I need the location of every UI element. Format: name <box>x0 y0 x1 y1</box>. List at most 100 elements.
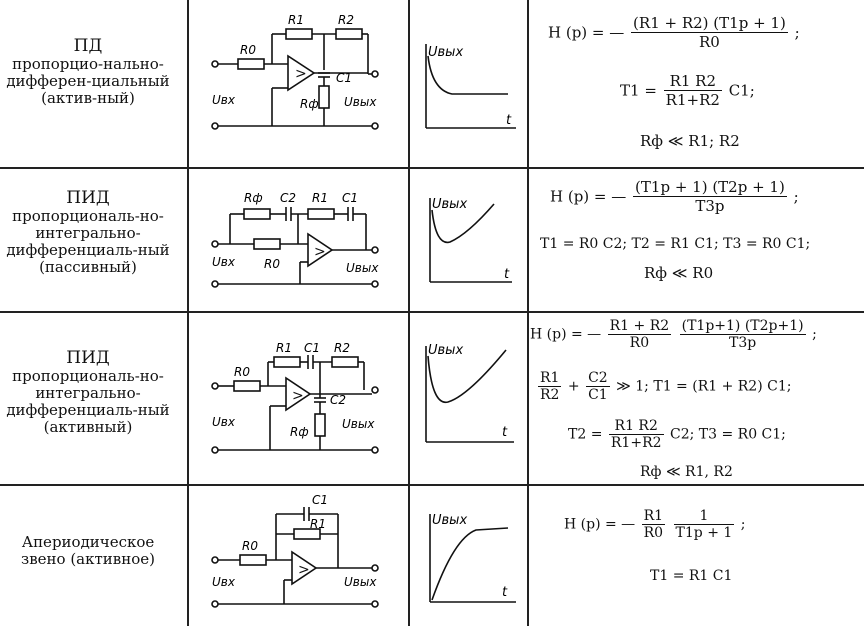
row3-f1-den: R0 <box>629 335 650 351</box>
row3-c1-label: C1 <box>304 341 320 355</box>
row3-f2-den2: C1 <box>588 387 608 403</box>
row2-response-graph: Uвых t <box>429 197 512 283</box>
row1-graph: Uвых t <box>412 10 524 160</box>
row3-f2-num2: C2 <box>586 370 610 387</box>
row3-title: ПИД <box>66 348 110 368</box>
row1-formula-line3: Rф ≪ R1; R2 <box>640 132 740 150</box>
row2-f1-suffix: ; <box>793 187 799 206</box>
row4-description: Апериодическое звено (активное) <box>21 533 155 568</box>
row4-f1-num: R1 <box>641 508 666 525</box>
row1-f1-num: (R1 + R2) (T1p + 1) <box>631 14 788 33</box>
row3-f1-num2: (T1p+1) (T2p+1) <box>679 318 806 335</box>
row3-uout-label: Uвых <box>342 417 375 431</box>
row1-graph-ylabel: Uвых <box>428 45 463 60</box>
row2-formula-line3: Rф ≪ R0 <box>644 264 714 282</box>
svg-text:>: > <box>292 388 304 404</box>
row3-f1-suffix: ; <box>812 326 817 343</box>
row4-r0-label: R0 <box>242 539 258 553</box>
row3-f2-plus: + <box>567 378 580 395</box>
row4-graph: Uвых t <box>412 494 524 622</box>
row1-uin-label: Uвх <box>212 93 236 107</box>
row4-f1-den: R0 <box>643 525 664 541</box>
row1-description: пропорцио-нально-дифферен-циальный (акти… <box>6 55 170 107</box>
row3-description: пропорциональ-но-интегрально-дифференциа… <box>6 367 170 436</box>
row2-rf-label: Rф <box>244 191 263 205</box>
row1-f1-prefix: H (p) = — <box>548 23 625 42</box>
row-divider-1 <box>0 167 864 169</box>
row3-f3-num: R1 R2 <box>608 418 664 435</box>
row3-f2-den1: R2 <box>540 387 560 403</box>
row1-f1-frac: (R1 + R2) (T1p + 1)R0 <box>631 14 788 51</box>
row2-c1-label: C1 <box>342 191 358 205</box>
row-divider-2 <box>0 311 864 313</box>
row4-uout-label: Uвых <box>344 575 377 589</box>
row1-rf-label: Rф <box>300 97 319 111</box>
row3-circuit-diagram: > R1 C1 R2 R0 C2 Rф Uвх Uвых <box>211 341 379 454</box>
column-divider-3 <box>527 0 529 626</box>
row1-formula-line1: H (p) = — (R1 + R2) (T1p + 1)R0 ; <box>548 14 800 51</box>
row3-uin-label: Uвх <box>212 415 236 429</box>
row1-circuit: > R0 R1 R2 C1 Rф Uвх Uвых <box>200 8 400 158</box>
row4-uin-label: Uвх <box>212 575 236 589</box>
row2-formula-line2: T1 = R0 C2; T2 = R1 C1; T3 = R0 C1; <box>540 236 811 252</box>
row3-graph-xlabel: t <box>502 425 508 440</box>
column-divider-2 <box>408 0 410 626</box>
row1-r1-label: R1 <box>288 13 304 27</box>
row3-rf-label: Rф <box>290 425 309 439</box>
row3-f3-den: R1+R2 <box>610 435 662 451</box>
row4-graph-ylabel: Uвых <box>432 513 467 528</box>
row2-graph-xlabel: t <box>504 267 510 282</box>
row3-c2-label: C2 <box>330 393 346 407</box>
row2-f1-frac: (T1p + 1) (T2p + 1)T3p <box>633 178 787 215</box>
row4-circuit: > C1 R1 R0 Uвх Uвых <box>200 490 400 620</box>
row3-response-graph: Uвых t <box>425 343 514 443</box>
row-divider-3 <box>0 484 864 486</box>
row2-formula: H (p) = — (T1p + 1) (T2p + 1)T3p ; T1 = … <box>540 178 860 308</box>
row3-r1-label: R1 <box>276 341 292 355</box>
row2-r0-label: R0 <box>264 257 280 271</box>
row3-f1-prefix: H (p) = — <box>530 326 602 343</box>
row1-uout-label: Uвых <box>344 95 377 109</box>
row2-circuit-diagram: > Rф C2 R1 C1 R0 Uвх Uвых <box>211 191 379 288</box>
row3-f3-suffix: C2; T3 = R0 C1; <box>669 426 786 443</box>
row1-f2-den: R1+R2 <box>665 91 720 109</box>
row4-formula-line2: T1 = R1 C1 <box>650 568 733 584</box>
row3-f2-num1: R1 <box>538 370 562 387</box>
row1-f2-num: R1 R2 <box>663 72 722 91</box>
row3-graph-ylabel: Uвых <box>428 343 463 358</box>
row4-circuit-diagram: > C1 R1 R0 Uвх Uвых <box>211 493 379 608</box>
row1-formula: H (p) = — (R1 + R2) (T1p + 1)R0 ; T1 = R… <box>540 14 860 164</box>
row4-graph-xlabel: t <box>502 585 508 600</box>
row1-f2-prefix: T1 = <box>620 81 657 100</box>
row4-response-graph: Uвых t <box>429 513 516 603</box>
row3-r0-label: R0 <box>234 365 250 379</box>
row2-f1-num: (T1p + 1) (T2p + 1) <box>633 178 787 197</box>
svg-text:>: > <box>295 66 307 82</box>
row3-circuit: > R1 C1 R2 R0 C2 Rф Uвх Uвых <box>200 324 400 474</box>
row2-circuit: > Rф C2 R1 C1 R0 Uвх Uвых <box>200 172 400 308</box>
row3-f1-num: R1 + R2 <box>607 318 672 335</box>
row2-description: пропорциональ-но-интегрально-дифференциа… <box>6 207 170 276</box>
row2-c2-label: C2 <box>280 191 296 205</box>
row1-title: ПД <box>73 36 103 56</box>
row3-f3-prefix: T2 = <box>568 426 603 443</box>
column-divider-1 <box>187 0 189 626</box>
row1-response-graph: Uвых t <box>425 44 516 129</box>
row1-name: ПД пропорцио-нально-дифферен-циальный (а… <box>2 38 174 107</box>
row2-title: ПИД <box>66 188 110 208</box>
row2-graph-ylabel: Uвых <box>432 197 467 212</box>
row3-f1-den2: T3p <box>729 335 757 351</box>
row3-name: ПИД пропорциональ-но-интегрально-диффере… <box>2 350 174 436</box>
